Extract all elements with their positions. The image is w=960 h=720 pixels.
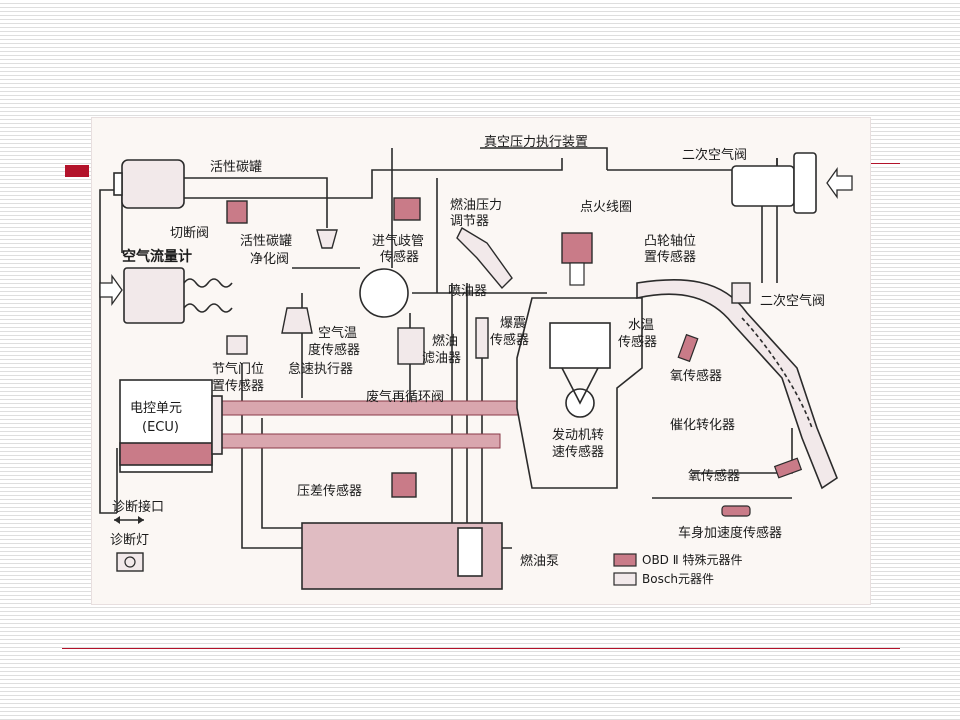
bottom-rule (62, 648, 900, 649)
oxygen-sensor-1-shape (677, 333, 699, 363)
label-vacuum-actuator: 真空压力执行装置 (484, 135, 589, 150)
label-engine-speed-1: 发动机转 (552, 428, 605, 443)
pipe-canister-long (184, 158, 563, 199)
legend-obd-label: OBD Ⅱ 特殊元器件 (642, 553, 743, 567)
label-fuel-filter-2: 滤油器 (422, 351, 462, 366)
label-intake-manifold-2: 传感器 (380, 250, 420, 265)
idle-actuator-shape (281, 307, 313, 334)
label-secondary-air-valve-top: 二次空气阀 (682, 148, 748, 163)
intake-manifold-sensor-shape (393, 197, 421, 221)
legend-bosch-swatch (613, 572, 637, 586)
accent-square (65, 165, 89, 177)
label-air-flow-meter: 空气流量计 (122, 249, 192, 265)
label-differential-pressure: 压差传感器 (297, 484, 363, 499)
legend-obd-swatch (613, 553, 637, 567)
secondary-air-arrow (826, 166, 853, 200)
label-knock-sensor-2: 传感器 (490, 333, 530, 348)
engine-system-diagram (99, 147, 853, 590)
label-purge-valve-2: 净化阀 (250, 252, 290, 267)
piston-shape (549, 322, 611, 369)
label-activated-carbon-canister: 活性碳罐 (210, 160, 263, 175)
pipe-canister-top (184, 177, 328, 228)
exhaust-pipe-shape (636, 279, 838, 490)
body-acceleration-sensor-shape (721, 505, 751, 517)
pipe-vacuum (480, 147, 608, 170)
label-idle-actuator: 怠速执行器 (288, 362, 354, 377)
label-throttle-1: 节气门位 (212, 362, 265, 377)
label-fuel-pump: 燃油泵 (520, 554, 560, 569)
label-fuel-regulator-1: 燃油压力 (450, 198, 503, 213)
fuel-filter-shape (397, 327, 425, 365)
ignition-coil-shape (561, 232, 593, 264)
intake-plenum-shape (359, 268, 409, 318)
label-coolant-temp-2: 传感器 (618, 335, 658, 350)
label-engine-speed-2: 速传感器 (552, 445, 605, 460)
diagnostic-lamp-shape (116, 552, 144, 572)
label-diagnostic-port: 诊断接口 (112, 500, 165, 515)
diagram-panel: 真空压力执行装置 二次空气阀 活性碳罐 切断阀 活性碳罐 净化阀 进气歧管 传感… (92, 118, 870, 604)
cutoff-valve-shape (226, 200, 248, 224)
label-coolant-temp-1: 水温 (628, 318, 655, 333)
label-cutoff-valve: 切断阀 (170, 226, 210, 241)
activated-carbon-canister-shape (121, 159, 185, 209)
purge-valve-shape (316, 229, 338, 249)
oxygen-sensor-2-shape (773, 457, 803, 479)
fuel-pressure-regulator-shape (456, 227, 513, 290)
label-ecu-1: 电控单元 (130, 401, 183, 416)
label-camshaft-2: 置传感器 (644, 250, 697, 265)
label-oxygen-sensor-1: 氧传感器 (670, 369, 723, 384)
label-fuel-filter-1: 燃油 (432, 334, 459, 349)
label-diagnostic-lamp: 诊断灯 (110, 533, 150, 548)
fuel-pump-shape (457, 527, 483, 577)
label-oxygen-sensor-2: 氧传感器 (688, 469, 741, 484)
label-knock-sensor-1: 爆震 (500, 316, 527, 331)
label-egr-valve: 废气再循环阀 (366, 390, 445, 405)
air-flow-meter-shape (123, 267, 185, 324)
label-camshaft-1: 凸轮轴位 (644, 234, 697, 249)
legend-bosch-label: Bosch元器件 (642, 572, 715, 586)
label-purge-valve-1: 活性碳罐 (240, 234, 293, 249)
label-fuel-regulator-2: 调节器 (450, 214, 490, 229)
pipe-left-down-1 (99, 213, 117, 514)
label-intake-manifold-1: 进气歧管 (372, 234, 425, 249)
label-throttle-2: 置传感器 (212, 379, 265, 394)
label-ignition-coil: 点火线圈 (580, 200, 633, 215)
signal-bundle-lower (209, 433, 501, 449)
label-injector: 喷油器 (448, 284, 488, 299)
intake-arrow (99, 273, 123, 307)
label-secondary-air-valve-right: 二次空气阀 (760, 294, 826, 309)
label-body-acceleration: 车身加速度传感器 (678, 526, 783, 541)
label-ecu-2: (ECU) (142, 420, 179, 435)
throttle-sensor-shape (226, 335, 248, 355)
label-catalytic-converter: 催化转化器 (670, 418, 736, 433)
accent-line-top (850, 163, 900, 164)
secondary-air-valve-right-shape (731, 282, 751, 304)
secondary-air-valve-top-shape (731, 165, 795, 207)
label-air-temp-2: 度传感器 (308, 343, 361, 358)
label-air-temp-1: 空气温 (318, 326, 358, 341)
differential-pressure-sensor-shape (391, 472, 417, 498)
